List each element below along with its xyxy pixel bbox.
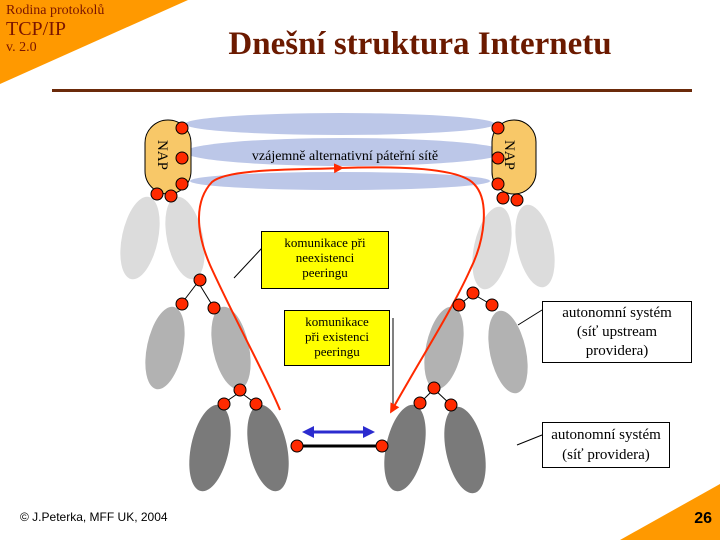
callout-peering-line-2: při existenci bbox=[305, 329, 369, 344]
copyright-footer: © J.Peterka, MFF UK, 2004 bbox=[20, 510, 168, 524]
label-upstream-line-3: providera) bbox=[585, 343, 649, 359]
corner-decoration-bottom-right bbox=[620, 484, 720, 540]
series-title: TCP/IP bbox=[6, 18, 67, 40]
page-number: 26 bbox=[694, 510, 712, 527]
label-upstream-line-1: autonomní systém bbox=[562, 305, 672, 321]
upstream-as-networks bbox=[145, 306, 528, 394]
callout-no-peering-line-2: neexistenci bbox=[295, 250, 355, 265]
label-provider-line-1: autonomní systém bbox=[551, 427, 661, 443]
corner-decoration-top-left bbox=[0, 0, 188, 84]
callout-peering-line-3: peeringu bbox=[314, 344, 360, 359]
callout-no-peering-line-3: peeringu bbox=[302, 265, 348, 280]
title-underline bbox=[52, 89, 692, 92]
label-upstream-as: autonomní systém (síť upstream providera… bbox=[542, 301, 692, 363]
label-provider-as: autonomní systém (síť providera) bbox=[542, 422, 670, 468]
backbone-networks bbox=[185, 113, 505, 190]
slide-title: Dnešní struktura Internetu bbox=[228, 26, 612, 62]
callout-no-peering: komunikace při neexistenci peeringu bbox=[261, 231, 389, 289]
provider-as-networks bbox=[189, 404, 486, 494]
callout-no-peering-line-1: komunikace při bbox=[284, 235, 366, 250]
label-upstream-line-2: (síť upstream bbox=[576, 324, 658, 340]
series-header: Rodina protokolů TCP/IP v. 2.0 bbox=[6, 4, 104, 55]
callout-peering-line-1: komunikace bbox=[305, 314, 369, 329]
upper-as-networks bbox=[120, 196, 555, 290]
callout-peering: komunikace při existenci peeringu bbox=[284, 310, 390, 366]
label-provider-line-2: (síť providera) bbox=[562, 447, 650, 463]
route-no-peering-left bbox=[198, 163, 344, 411]
nap-right-label: NAP bbox=[501, 140, 517, 171]
series-version: v. 2.0 bbox=[6, 40, 37, 55]
backbone-label: vzájemně alternativní páteřní sítě bbox=[251, 149, 439, 164]
nap-left-label: NAP bbox=[154, 140, 170, 171]
route-no-peering-right bbox=[339, 166, 485, 414]
router-nodes bbox=[150, 121, 524, 453]
series-name: Rodina protokolů bbox=[6, 3, 105, 18]
